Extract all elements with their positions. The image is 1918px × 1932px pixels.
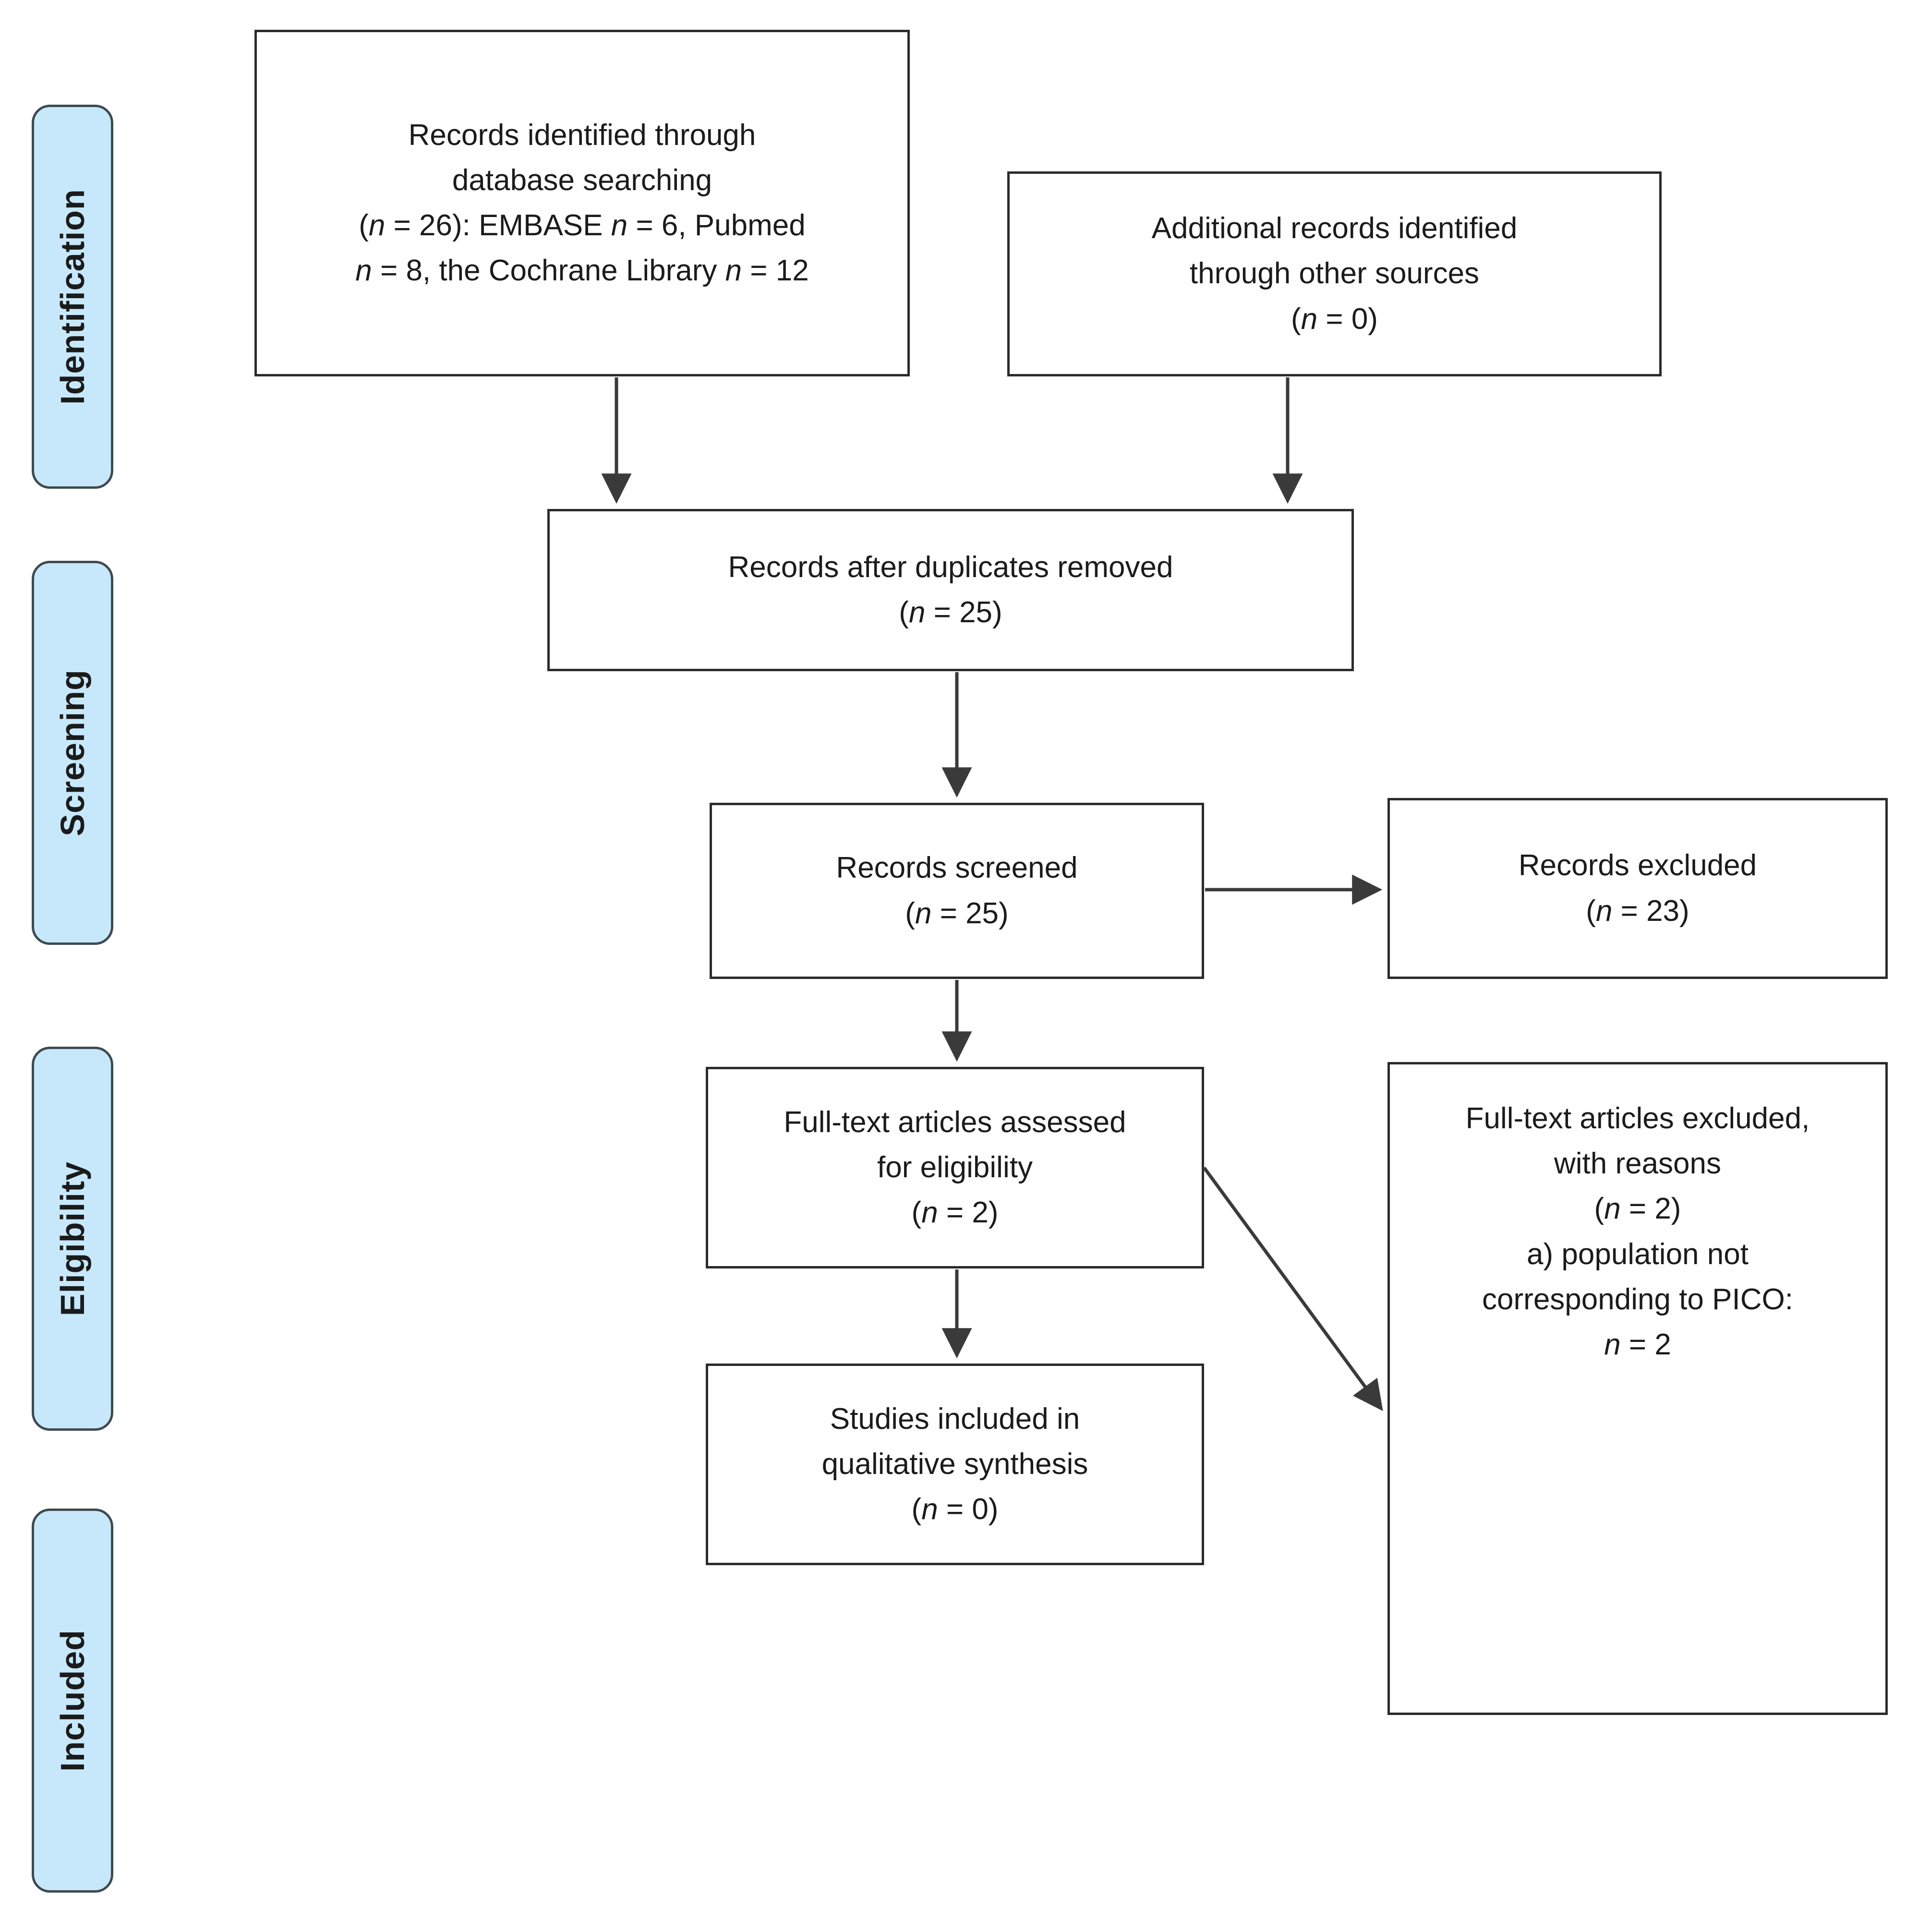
stage-identification: Identification — [32, 105, 113, 489]
box-studies-included-qualitative-synthesis: Studies included in qualitative synthesi… — [706, 1364, 1204, 1565]
box-line: database searching — [452, 163, 712, 197]
box-line: n = 8, the Cochrane Library n = 12 — [355, 254, 809, 288]
box-records-after-duplicates-removed: Records after duplicates removed (n = 25… — [547, 509, 1354, 671]
box-line: Records identified through — [408, 118, 756, 152]
stage-eligibility: Eligibility — [32, 1047, 113, 1431]
box-line: a) population not — [1527, 1237, 1749, 1271]
box-line: Records screened — [836, 851, 1078, 885]
stage-identification-label: Identification — [54, 189, 91, 405]
box-line: Studies included in — [830, 1402, 1080, 1436]
box-line: (n = 0) — [911, 1493, 999, 1526]
box-records-screened: Records screened (n = 25) — [710, 803, 1204, 979]
box-line: Records excluded — [1518, 849, 1757, 882]
box-line: corresponding to PICO: — [1482, 1282, 1793, 1316]
box-line: Full-text articles assessed — [784, 1105, 1126, 1139]
box-fulltext-articles-excluded: Full-text articles excluded, with reason… — [1387, 1062, 1888, 1715]
box-records-excluded: Records excluded (n = 23) — [1387, 798, 1888, 979]
arrow-fulltext-to-excluded — [1203, 1166, 1383, 1412]
stage-screening-label: Screening — [54, 669, 91, 836]
stage-screening: Screening — [32, 561, 113, 945]
box-line: with reasons — [1554, 1147, 1722, 1181]
box-line: (n = 2) — [1594, 1192, 1681, 1226]
box-additional-records-other-sources: Additional records identified through ot… — [1007, 171, 1662, 376]
box-line: (n = 26): EMBASE n = 6, Pubmed — [359, 209, 806, 242]
stage-eligibility-label: Eligibility — [54, 1161, 91, 1316]
box-line: Records after duplicates removed — [728, 550, 1173, 584]
stage-included: Included — [32, 1509, 113, 1893]
stage-included-label: Included — [54, 1630, 91, 1772]
box-line: through other sources — [1189, 257, 1480, 290]
box-line: Full-text articles excluded, — [1465, 1102, 1810, 1135]
box-line: (n = 0) — [1291, 302, 1378, 336]
box-line: n = 2 — [1604, 1328, 1671, 1362]
box-fulltext-articles-assessed: Full-text articles assessed for eligibil… — [706, 1067, 1204, 1268]
box-line: (n = 23) — [1586, 894, 1689, 928]
box-records-identified-database: Records identified through database sear… — [254, 30, 910, 376]
box-line: qualitative synthesis — [821, 1447, 1088, 1481]
box-line: Additional records identified — [1151, 212, 1518, 245]
box-line: (n = 25) — [905, 896, 1009, 930]
box-line: (n = 25) — [899, 596, 1002, 629]
box-line: (n = 2) — [911, 1196, 999, 1230]
box-line: for eligibility — [877, 1150, 1033, 1184]
